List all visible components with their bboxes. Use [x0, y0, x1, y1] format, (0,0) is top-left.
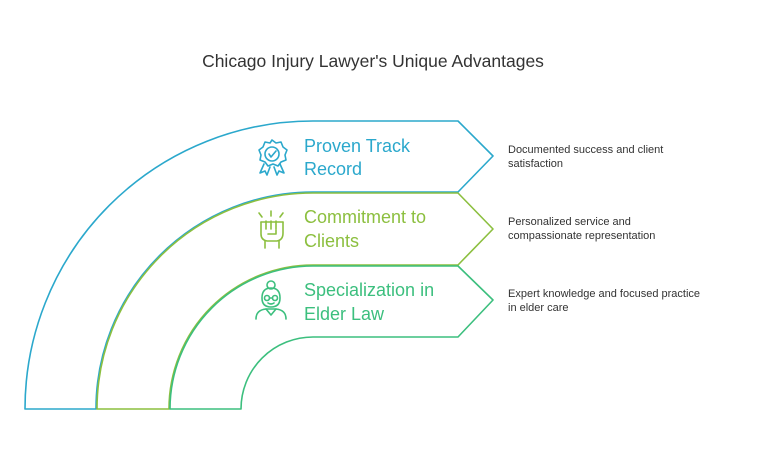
item-3-label: Specialization in Elder Law — [304, 280, 439, 324]
award-ribbon-icon — [258, 139, 288, 176]
item-3-label-line1: Specialization in — [304, 280, 434, 300]
item-1-label: Proven Track Record — [304, 136, 415, 179]
item-1-description-line2: satisfaction — [508, 158, 563, 170]
band-2-shape — [96, 192, 494, 410]
elderly-woman-icon — [255, 280, 287, 320]
band-specialization-elder-law — [169, 265, 494, 410]
item-2-description-line2: compassionate representation — [508, 230, 655, 242]
item-3-label-line2: Elder Law — [304, 304, 385, 324]
band-3-shape — [169, 265, 494, 410]
band-proven-track-record — [24, 120, 494, 410]
item-2-label: Commitment to Clients — [304, 207, 431, 251]
diagram-title: Chicago Injury Lawyer's Unique Advantage… — [202, 51, 544, 71]
item-3-description-line2: in elder care — [508, 302, 569, 314]
item-2-label-line1: Commitment to — [304, 207, 426, 227]
item-1-label-line2: Record — [304, 159, 362, 179]
item-2-label-line2: Clients — [304, 231, 359, 251]
item-1-description: Documented success and client satisfacti… — [508, 144, 666, 170]
item-1-description-line1: Documented success and client — [508, 144, 663, 156]
item-2-description: Personalized service and compassionate r… — [508, 216, 655, 242]
item-1-label-line1: Proven Track — [304, 136, 411, 156]
raised-fist-icon — [258, 210, 284, 249]
band-commitment-to-clients — [96, 192, 494, 410]
item-2-description-line1: Personalized service and — [508, 216, 631, 228]
item-3-description: Expert knowledge and focused practice in… — [508, 288, 703, 314]
band-1-shape — [24, 120, 494, 410]
item-3-description-line1: Expert knowledge and focused practice — [508, 288, 700, 300]
